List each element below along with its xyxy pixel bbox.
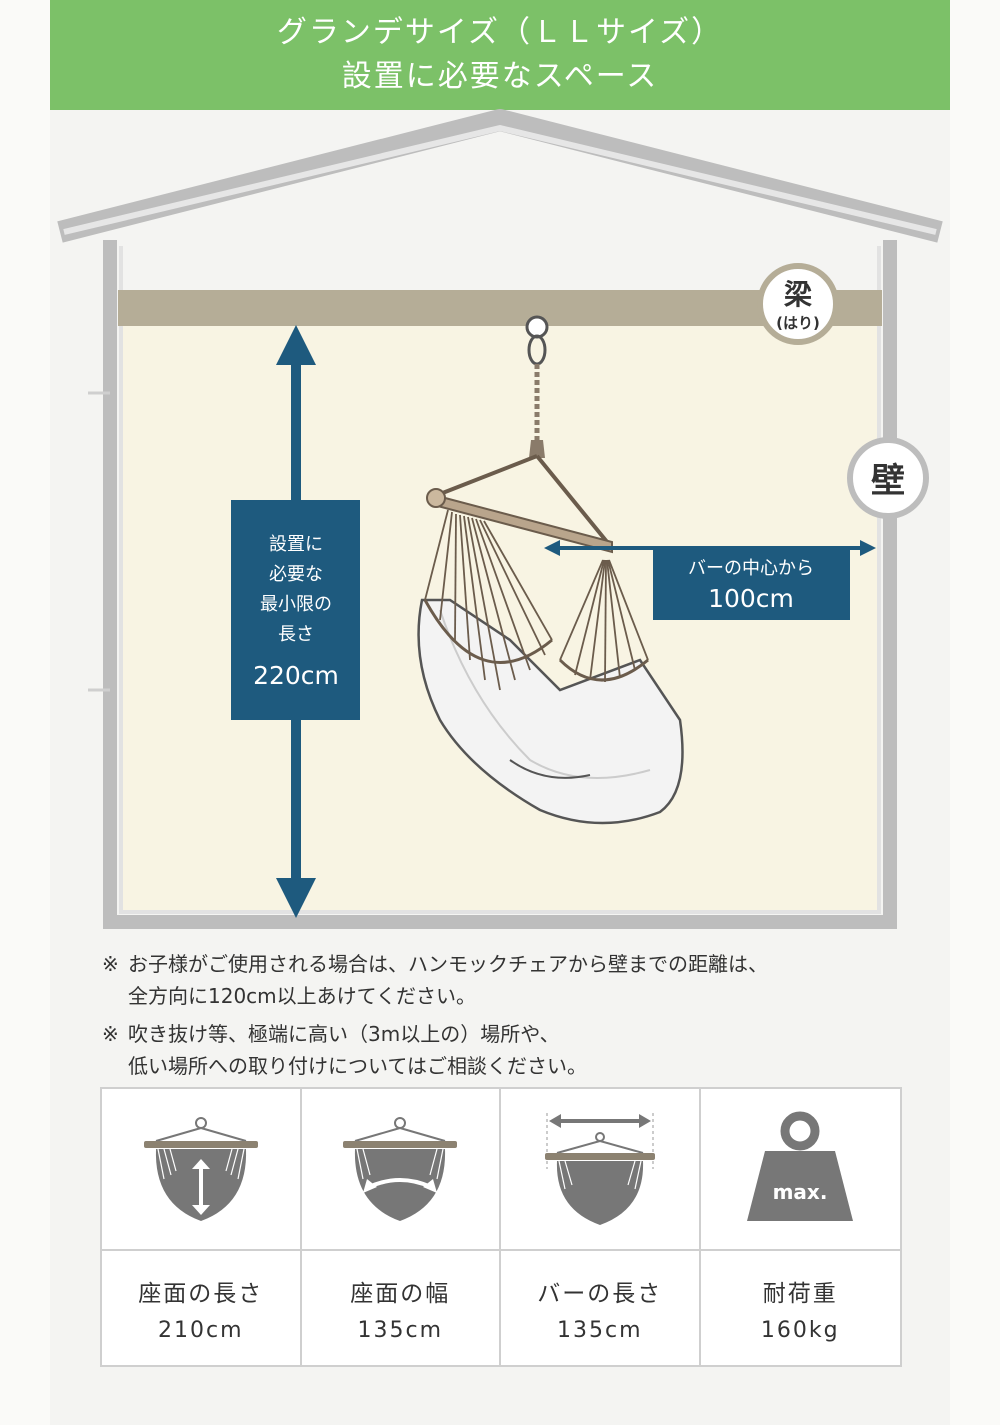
hanging-hardware-icon	[525, 315, 549, 458]
spec-seat-width: 座面の幅 135cm	[301, 1089, 501, 1365]
spec-label: 座面の幅	[350, 1280, 451, 1307]
svg-text:設置に: 設置に	[269, 534, 323, 555]
roof	[57, 109, 943, 243]
weight-icon: max.	[747, 1111, 854, 1221]
width-dimension-box: バーの中心から 100cm	[653, 548, 850, 620]
svg-text:最小限の: 最小限の	[260, 594, 332, 615]
header-subtitle: 設置に必要なスペース	[341, 59, 659, 94]
notes: ※ お子様がご使用される場合は、ハンモックチェアから壁までの距離は、 全方向に1…	[102, 948, 922, 1088]
wall-badge: 壁	[847, 437, 929, 519]
header-banner: グランデサイズ（ＬＬサイズ） 設置に必要なスペース	[50, 0, 950, 110]
note-item: ※ お子様がご使用される場合は、ハンモックチェアから壁までの距離は、 全方向に1…	[102, 952, 768, 1008]
beam	[118, 290, 882, 326]
seat-width-icon	[343, 1117, 458, 1221]
header-title: グランデサイズ（ＬＬサイズ）	[276, 15, 724, 50]
spec-value: 160kg	[760, 1317, 840, 1343]
spec-value: 135cm	[357, 1317, 444, 1343]
spec-seat-length: 座面の長さ 210cm	[102, 1089, 302, 1365]
beam-label: 梁	[783, 278, 812, 311]
spec-weight-capacity: max. 耐荷重 160kg	[700, 1089, 900, 1365]
spec-table: 座面の長さ 210cm 座面の幅 135cm	[100, 1087, 902, 1367]
spec-label: 耐荷重	[762, 1280, 838, 1307]
height-value: 220cm	[253, 661, 339, 690]
height-dimension-box: 設置に 必要な 最小限の 長さ 220cm	[231, 500, 360, 720]
installation-diagram: 梁 (はり) 壁	[57, 109, 943, 929]
spec-label: バーの長さ	[537, 1280, 663, 1307]
svg-text:バーの中心から: バーの中心から	[688, 558, 814, 579]
house-walls-inner	[119, 246, 881, 914]
seat-length-icon	[143, 1117, 258, 1221]
right-margin	[950, 0, 1000, 1425]
spec-value: 135cm	[556, 1317, 643, 1343]
note-item: ※ 吹き抜け等、極端に高い（3m以上の）場所や、 低い場所への取り付けについては…	[102, 1022, 587, 1078]
left-margin	[0, 0, 50, 1425]
weight-icon-text: max.	[773, 1180, 828, 1204]
beam-badge: 梁 (はり)	[757, 263, 839, 345]
wall-label: 壁	[871, 461, 905, 501]
beam-reading: (はり)	[776, 314, 820, 332]
hammock-chair-illustration	[417, 454, 684, 825]
spec-bar-length: バーの長さ 135cm	[501, 1089, 701, 1365]
width-value: 100cm	[708, 584, 794, 613]
roof-highlight	[63, 125, 937, 235]
spec-label: 座面の長さ	[138, 1280, 264, 1307]
house-walls	[103, 240, 897, 929]
spec-value: 210cm	[157, 1317, 244, 1343]
svg-text:長さ: 長さ	[278, 624, 314, 645]
svg-text:必要な: 必要な	[269, 564, 323, 585]
bar-length-icon	[544, 1113, 655, 1225]
